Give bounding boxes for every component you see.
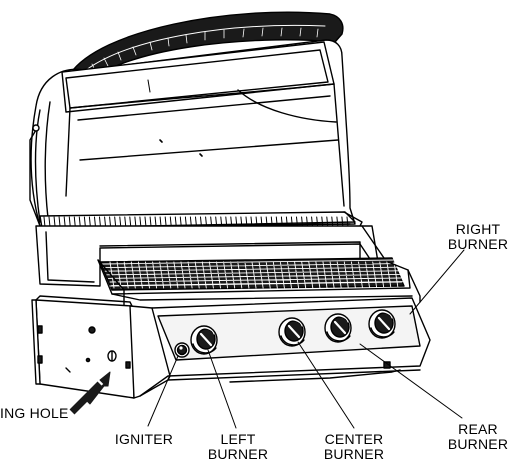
hood-handle [69, 11, 344, 87]
cooking-grate [99, 257, 405, 291]
label-igniter: IGNITER [114, 431, 174, 447]
label-left-burner: LEFT BURNER [207, 431, 269, 462]
control-knob-right [368, 309, 396, 339]
leader-center-burner [297, 341, 355, 429]
leader-right-burner [409, 249, 465, 315]
warming-rack [39, 211, 363, 231]
control-knob-rear [324, 313, 352, 343]
leader-lines [147, 249, 465, 429]
grill-hood [29, 39, 356, 227]
label-center-burner: CENTER BURNER [323, 431, 385, 462]
left-side-panel [31, 295, 135, 399]
label-rear-burner: REAR BURNER [447, 421, 509, 452]
leader-igniter [147, 355, 179, 427]
arrow-icon [69, 371, 111, 415]
control-knob-center [278, 317, 306, 347]
grill-front-frame [97, 259, 421, 307]
label-right-burner: RIGHT BURNER [447, 221, 509, 252]
control-knob-left [190, 325, 218, 355]
leader-rear-burner [359, 343, 463, 419]
label-lighting-hole: ING HOLE [0, 405, 69, 421]
leader-left-burner [207, 349, 237, 429]
igniter-button [174, 342, 190, 358]
